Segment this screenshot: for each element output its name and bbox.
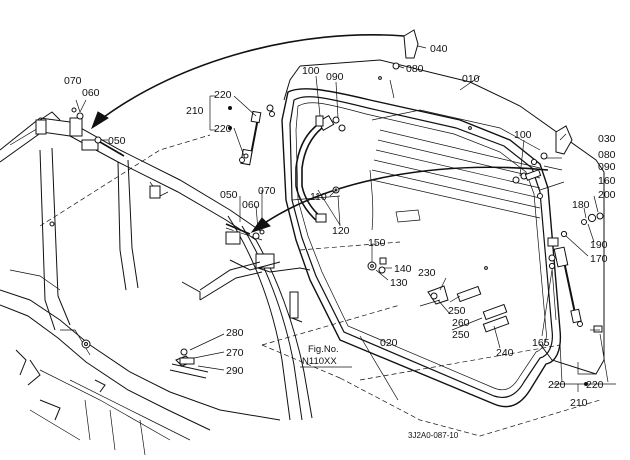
callout-240: 240: [496, 347, 514, 359]
callout-030: 030: [598, 133, 616, 145]
installation-arrows: [91, 33, 549, 233]
callout-170: 170: [590, 253, 608, 265]
callout-010: 010: [462, 73, 480, 85]
callout-060-left: 060: [82, 87, 100, 99]
callout-130: 130: [390, 277, 408, 289]
callout-labels: 040 080 010 100 090 070 060 220 210 220 …: [64, 43, 616, 409]
callout-070-mid: 070: [258, 185, 276, 197]
callout-200: 200: [598, 189, 616, 201]
callout-290: 290: [226, 365, 244, 377]
callout-100-right: 100: [514, 129, 532, 141]
callout-090-right: 090: [598, 161, 616, 173]
callout-050-left: 050: [108, 135, 126, 147]
callout-020: 020: [380, 337, 398, 349]
callout-220-lower-a: 220: [548, 379, 566, 391]
callout-230: 230: [418, 267, 436, 279]
callout-220-upper-b: 220: [214, 123, 232, 135]
callout-080-right: 080: [598, 149, 616, 161]
window-stay-rod: [295, 114, 335, 223]
callout-090-left: 090: [326, 71, 344, 83]
callout-100-left: 100: [302, 65, 320, 77]
callout-220-lower-b: 220: [586, 379, 604, 391]
callout-180: 180: [572, 199, 590, 211]
callout-220-upper-a: 220: [214, 89, 232, 101]
callout-080-top: 080: [406, 63, 424, 75]
gas-strut-right: [553, 246, 603, 375]
callout-260: 260: [452, 317, 470, 329]
leader-lines: [75, 45, 616, 401]
callout-050-mid: 050: [220, 189, 238, 201]
callout-210-upper: 210: [186, 105, 204, 117]
figure-reference: Fig.No. N110XX 3J2A0-087-10: [300, 344, 459, 440]
catalog-code: 3J2A0-087-10: [408, 431, 459, 440]
callout-040: 040: [430, 43, 448, 55]
fig-no-label: Fig.No.: [308, 344, 339, 355]
callout-070-left: 070: [64, 75, 82, 87]
callout-150: 150: [368, 237, 386, 249]
callout-280: 280: [226, 327, 244, 339]
callout-210-lower: 210: [570, 397, 588, 409]
window-seal: [281, 88, 562, 408]
hinge-brackets: [392, 29, 573, 160]
callout-270: 270: [226, 347, 244, 359]
callout-250-b: 250: [452, 329, 470, 341]
callout-060-mid: 060: [242, 199, 260, 211]
rear-window-glass: [283, 59, 605, 375]
gas-strut-upper: [239, 104, 275, 166]
callout-160: 160: [598, 175, 616, 187]
cab-frame: [0, 111, 313, 456]
fig-no-code: N110XX: [302, 356, 337, 367]
callout-120: 120: [332, 225, 350, 237]
callout-140: 140: [394, 263, 412, 275]
callout-165: 165: [532, 337, 550, 349]
reference-lines: [39, 134, 601, 437]
callout-190: 190: [590, 239, 608, 251]
callout-110: 110: [310, 191, 327, 203]
callout-250-a: 250: [448, 305, 466, 317]
fasteners: [71, 106, 604, 386]
